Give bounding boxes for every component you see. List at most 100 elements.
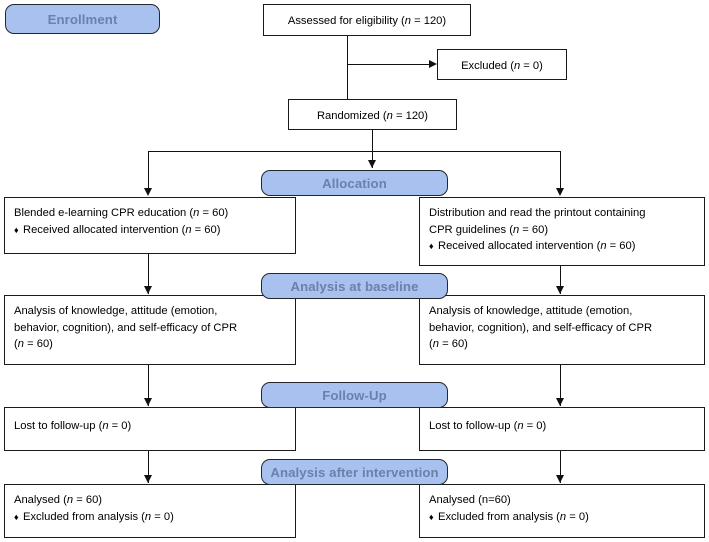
connector-right-baseline-to-followup <box>560 365 561 406</box>
stage-label-enrollment: Enrollment <box>5 4 160 34</box>
excluded-line: Excluded (n = 0) <box>461 60 543 72</box>
arrowhead-baseline-right <box>556 286 564 294</box>
stage-label-allocation: Allocation <box>261 170 448 196</box>
excluded-prefix: Excluded ( <box>461 60 514 72</box>
allocation-left-line2-prefix: Received allocated intervention ( <box>23 223 186 236</box>
stage-label-analysis-after: Analysis after intervention <box>261 459 448 485</box>
followup-right-prefix: Lost to follow-up ( <box>429 420 518 432</box>
allocation-left-line1-n: n <box>193 207 200 219</box>
assessed-prefix: Assessed for eligibility ( <box>287 15 405 27</box>
connector-randomized-down <box>372 130 373 168</box>
analysis-left-line1-prefix: Analysed ( <box>14 494 67 506</box>
arrowhead-randomized-down <box>368 160 376 168</box>
baseline-left-line3-prefix: ( <box>14 338 18 350</box>
stage-label-analysis-after-text: Analysis after intervention <box>270 464 439 480</box>
excluded-n-symbol: n <box>513 60 521 72</box>
stage-label-analysis-baseline-text: Analysis at baseline <box>290 278 419 294</box>
excluded-suffix: = 0) <box>520 60 543 72</box>
followup-right-suffix: = 0) <box>523 420 547 432</box>
box-assessed-for-eligibility: Assessed for eligibility (n = 120) <box>263 4 471 36</box>
assessed-suffix: = 120) <box>410 15 447 27</box>
followup-left-n: n <box>102 420 109 432</box>
allocation-right-line2-suffix: = 60) <box>519 223 549 236</box>
followup-right-line: Lost to follow-up (n = 0) <box>429 418 695 435</box>
arrowhead-allocation-right <box>556 188 564 196</box>
allocation-left-line2: ♦ Received allocated intervention (n = 60… <box>14 222 286 239</box>
arrowhead-followup-right <box>556 398 564 406</box>
connector-allocation-split-bar <box>148 151 561 152</box>
randomized-suffix: = 120) <box>392 110 429 122</box>
baseline-left-line3-suffix: = 60) <box>23 338 53 350</box>
baseline-right-line3-prefix: ( <box>429 338 433 350</box>
followup-right-n: n <box>517 420 524 432</box>
stage-label-allocation-text: Allocation <box>322 175 387 191</box>
connector-split-right-down <box>560 151 561 191</box>
box-baseline-right: Analysis of knowledge, attitude (emotion… <box>419 295 705 365</box>
box-excluded: Excluded (n = 0) <box>437 49 567 80</box>
box-allocation-left: Blended e-learning CPR education (n = 60… <box>4 197 296 254</box>
connector-split-left-down <box>148 151 149 191</box>
allocation-left-line1: Blended e-learning CPR education (n = 60… <box>14 205 286 222</box>
allocation-left-line2-suffix: = 60) <box>191 223 221 236</box>
allocation-right-line3-prefix: Received allocated intervention ( <box>438 240 601 252</box>
analysis-left-line1-suffix: = 60) <box>73 494 103 506</box>
assessed-n-symbol: n <box>404 15 411 27</box>
analysis-right-line2-suffix: = 0) <box>566 510 589 523</box>
followup-left-suffix: = 0) <box>108 420 132 432</box>
stage-label-followup: Follow-Up <box>261 382 448 408</box>
diamond-bullet-icon: ♦ <box>429 241 434 251</box>
stage-label-followup-text: Follow-Up <box>322 387 387 403</box>
box-followup-right: Lost to follow-up (n = 0) <box>419 407 705 451</box>
analysis-left-line1: Analysed (n = 60) <box>14 492 286 509</box>
analysis-right-line1: Analysed (n=60) <box>429 494 511 506</box>
arrowhead-analysis-right <box>556 475 564 483</box>
arrowhead-followup-left <box>144 398 152 406</box>
analysis-left-line2-n: n <box>144 510 152 523</box>
stage-label-analysis-baseline: Analysis at baseline <box>261 273 448 299</box>
box-allocation-right: Distribution and read the printout conta… <box>419 197 705 266</box>
baseline-right-line1: Analysis of knowledge, attitude (emotion… <box>429 305 633 317</box>
diamond-bullet-icon: ♦ <box>14 511 19 522</box>
analysis-left-line2-suffix: = 0) <box>151 510 174 523</box>
connector-assessed-to-randomized <box>347 36 348 99</box>
analysis-right-line2-prefix: Excluded from analysis ( <box>438 510 560 523</box>
diamond-bullet-icon: ♦ <box>429 511 434 522</box>
arrowhead-to-excluded <box>429 60 437 68</box>
analysis-right-line2-n: n <box>559 510 567 523</box>
connector-left-baseline-to-followup <box>148 365 149 406</box>
allocation-left-line1-suffix: = 60) <box>199 207 229 219</box>
baseline-left-line2: behavior, cognition), and self-efficacy … <box>14 321 238 334</box>
baseline-left-line3: (n = 60) <box>14 336 286 353</box>
allocation-right-line1: Distribution and read the printout conta… <box>429 207 646 219</box>
connector-right-alloc-to-baseline <box>560 266 561 294</box>
connector-right-followup-to-analysis <box>560 451 561 483</box>
allocation-right-line3: ♦Received allocated intervention (n = 60… <box>429 238 695 255</box>
stage-label-enrollment-text: Enrollment <box>47 11 118 27</box>
arrowhead-allocation-left <box>144 188 152 196</box>
followup-left-line: Lost to follow-up (n = 0) <box>14 418 286 435</box>
allocation-right-line3-suffix: = 60) <box>606 240 636 252</box>
box-analysis-left: Analysed (n = 60) ♦Excluded from analysi… <box>4 484 296 538</box>
randomized-n-symbol: n <box>386 110 393 122</box>
followup-left-prefix: Lost to follow-up ( <box>14 420 103 432</box>
arrowhead-baseline-left <box>144 286 152 294</box>
connector-branch-to-excluded <box>347 64 429 65</box>
box-analysis-right: Analysed (n=60) ♦ Excluded from analysis … <box>419 484 705 538</box>
baseline-left-line3-n: n <box>17 338 24 350</box>
allocation-right-line2-prefix: CPR guidelines ( <box>429 223 513 236</box>
analysis-left-line2-prefix: Excluded from analysis ( <box>23 510 145 523</box>
allocation-left-line2-n: n <box>185 223 192 236</box>
allocation-right-line2: CPR guidelines (n = 60) <box>429 222 695 239</box>
baseline-right-line3-n: n <box>432 338 439 350</box>
baseline-right-line3: (n = 60) <box>429 336 695 353</box>
box-followup-left: Lost to follow-up (n = 0) <box>4 407 296 451</box>
randomized-prefix: Randomized ( <box>316 110 387 122</box>
baseline-right-line2: behavior, cognition), and self-efficacy … <box>429 321 653 334</box>
box-baseline-left: Analysis of knowledge, attitude (emotion… <box>4 295 296 365</box>
connector-left-alloc-to-baseline <box>148 254 149 294</box>
diamond-bullet-icon: ♦ <box>14 224 19 235</box>
assessed-line: Assessed for eligibility (n = 120) <box>288 15 446 27</box>
allocation-right-line2-n: n <box>512 223 520 236</box>
analysis-left-line1-n: n <box>66 494 74 506</box>
